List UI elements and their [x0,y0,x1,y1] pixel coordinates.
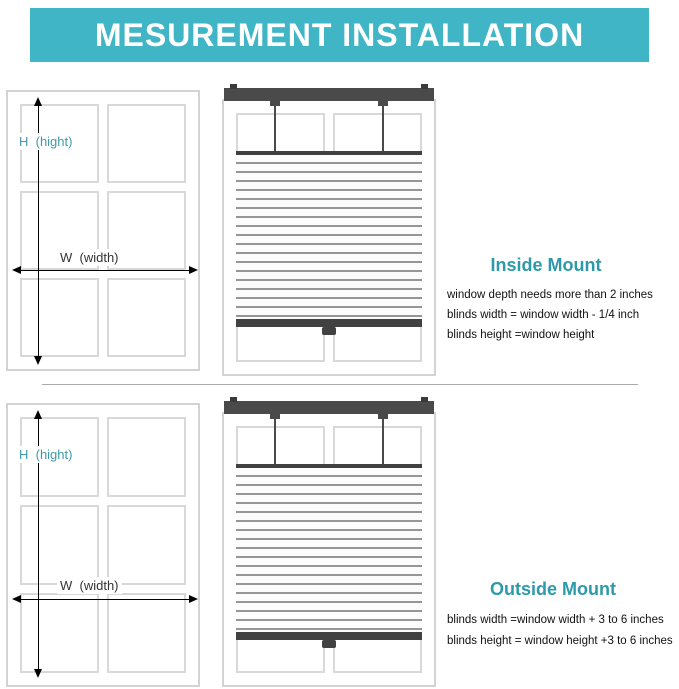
width-arrow [12,265,198,275]
header-banner: MESUREMENT INSTALLATION [30,8,649,62]
blinds-window-inside [222,84,436,376]
window-frame-inside [6,90,200,371]
blinds-handle [322,327,336,335]
outside-mount-heading: Outside Mount [490,579,616,599]
height-label: H (hight) [16,133,76,150]
window-pane [107,593,186,673]
blinds-headrail [224,84,434,101]
height-arrow [33,97,43,365]
window-pane [107,417,186,497]
blinds-cord-right [378,100,388,153]
outside-mount-notes: blinds width =window width + 3 to 6 inch… [447,610,673,652]
blinds-handle [322,640,336,648]
height-label: H (hight) [16,446,76,463]
note-line: blinds height = window height +3 to 6 in… [447,635,673,647]
note-line: blinds width =window width + 3 to 6 inch… [447,614,664,626]
header-title: MESUREMENT INSTALLATION [94,16,585,53]
blinds-window-outside [222,397,436,687]
width-label: W (width) [57,249,122,266]
blinds-bottom-rail [236,632,422,640]
window-pane [107,278,186,357]
window-pane [20,593,99,673]
blinds-cord-right [378,413,388,466]
blinds-cord-left [270,100,280,153]
inside-mount-heading: Inside Mount [490,255,602,275]
blinds-headrail [224,397,434,414]
window-pane [20,505,99,585]
window-panes [20,417,186,673]
inside-mount-notes: window depth needs more than 2 inches bl… [447,285,653,345]
note-line: window depth needs more than 2 inches [447,289,653,301]
blinds-pleated-shade [236,464,422,632]
width-arrow [12,594,198,604]
note-line: blinds height =window height [447,329,595,341]
width-label: W (width) [57,577,122,594]
height-arrow [33,410,43,678]
blinds-pleated-shade [236,151,422,319]
note-line: blinds width = window width - 1/4 inch [447,309,640,321]
window-pane [107,104,186,183]
window-pane [107,505,186,585]
window-pane [20,278,99,357]
section-divider [42,384,638,385]
blinds-cord-left [270,413,280,466]
blinds-bottom-rail [236,319,422,327]
window-panes [20,104,186,357]
